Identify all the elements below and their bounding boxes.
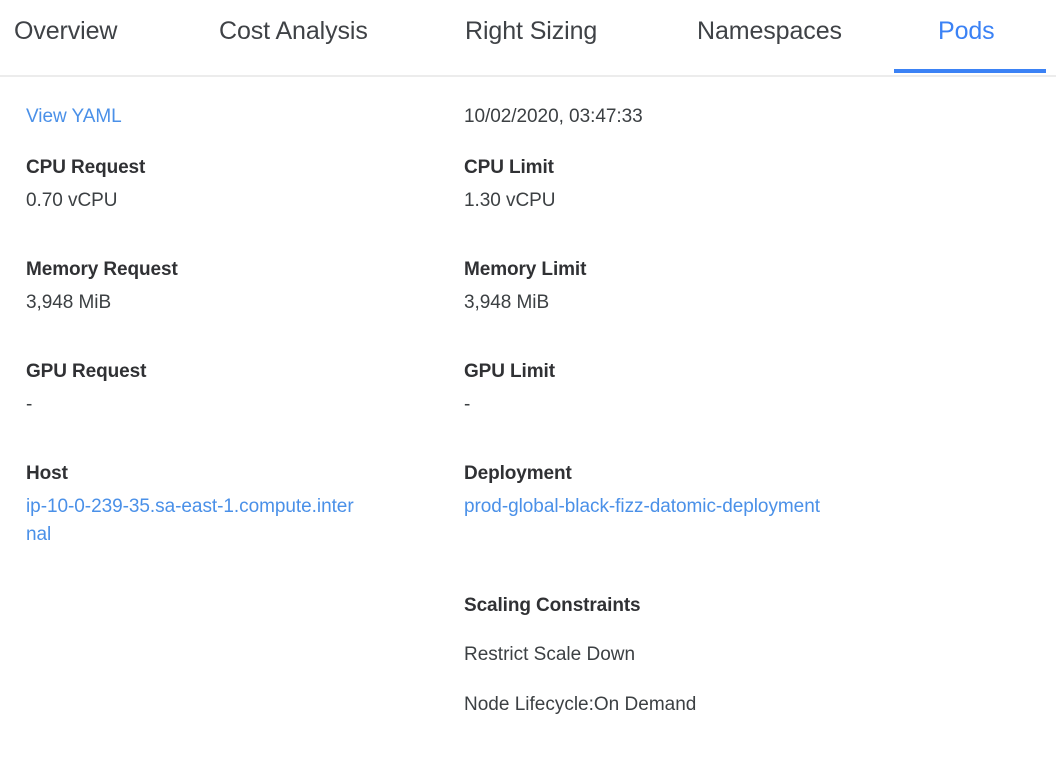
tab-right-sizing[interactable]: Right Sizing (465, 17, 598, 45)
gpu-limit-value: - (464, 394, 471, 415)
memory-request-label: Memory Request (26, 259, 178, 280)
field-host: Host ip-10-0-239-35.sa-east-1.compute.in… (26, 461, 426, 549)
field-deployment: Deployment prod-global-black-fizz-datomi… (464, 461, 884, 521)
host-link[interactable]: ip-10-0-239-35.sa-east-1.compute.interna… (26, 496, 354, 545)
scaling-constraints-list: Restrict Scale Down Node Lifecycle:On De… (464, 641, 884, 719)
deployment-label: Deployment (464, 463, 572, 484)
scaling-constraints-label: Scaling Constraints (464, 595, 641, 616)
host-label: Host (26, 463, 68, 484)
field-cpu-limit: CPU Limit 1.30 vCPU (464, 155, 884, 215)
cpu-limit-value: 1.30 vCPU (464, 190, 556, 211)
tab-namespaces[interactable]: Namespaces (697, 17, 842, 45)
tab-overview[interactable]: Overview (14, 17, 118, 45)
field-view-yaml: View YAML (26, 97, 426, 131)
tab-bar: Overview Cost Analysis Right Sizing Name… (0, 0, 1056, 77)
deployment-link[interactable]: prod-global-black-fizz-datomic-deploymen… (464, 496, 820, 517)
tab-pods[interactable]: Pods (938, 17, 995, 45)
field-memory-limit: Memory Limit 3,948 MiB (464, 257, 884, 317)
memory-limit-label: Memory Limit (464, 259, 587, 280)
tab-cost-analysis[interactable]: Cost Analysis (219, 17, 368, 45)
view-yaml-link[interactable]: View YAML (26, 106, 122, 127)
memory-limit-value: 3,948 MiB (464, 292, 550, 313)
cpu-request-value: 0.70 vCPU (26, 190, 118, 211)
memory-request-value: 3,948 MiB (26, 292, 112, 313)
cpu-request-label: CPU Request (26, 157, 146, 178)
pod-timestamp: 10/02/2020, 03:47:33 (464, 106, 643, 127)
field-timestamp: 10/02/2020, 03:47:33 (464, 97, 884, 131)
field-scaling-constraints: Scaling Constraints Restrict Scale Down … (464, 593, 884, 719)
scaling-constraint-item: Node Lifecycle:On Demand (464, 694, 697, 715)
field-gpu-limit: GPU Limit - (464, 359, 884, 419)
active-tab-indicator (894, 69, 1046, 73)
field-memory-request: Memory Request 3,948 MiB (26, 257, 426, 317)
field-cpu-request: CPU Request 0.70 vCPU (26, 155, 426, 215)
gpu-request-label: GPU Request (26, 361, 147, 382)
scaling-constraint-item: Restrict Scale Down (464, 644, 636, 665)
cpu-limit-label: CPU Limit (464, 157, 554, 178)
field-gpu-request: GPU Request - (26, 359, 426, 419)
gpu-request-value: - (26, 394, 33, 415)
gpu-limit-label: GPU Limit (464, 361, 555, 382)
